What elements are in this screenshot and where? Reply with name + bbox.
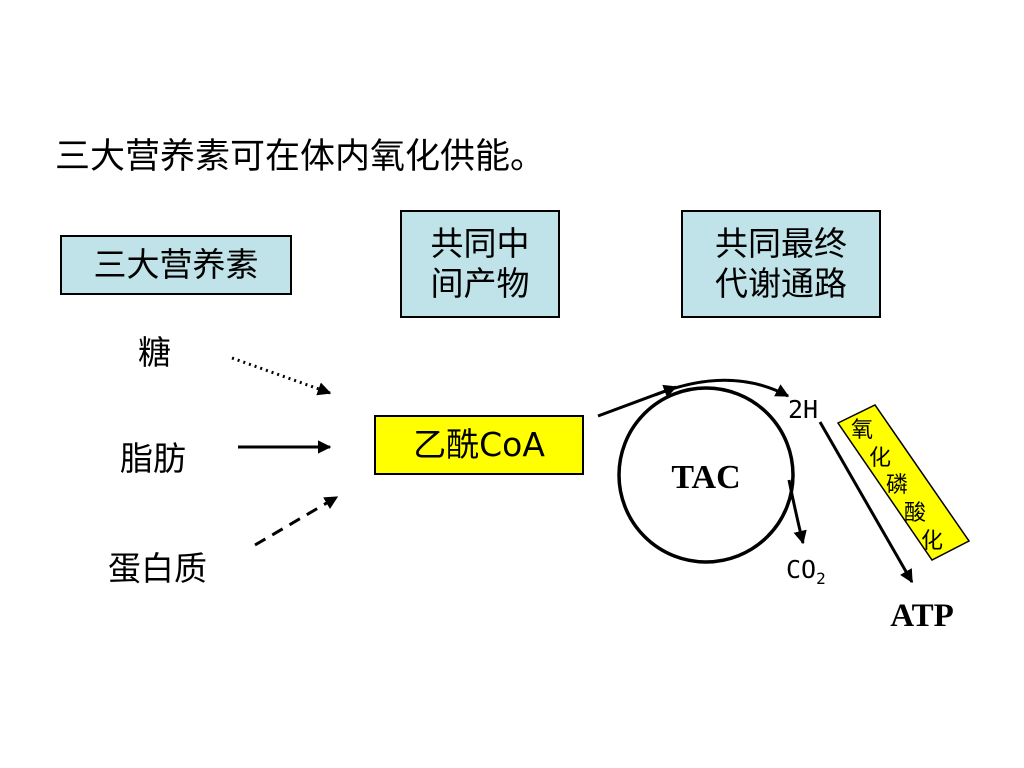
co2-subscript: 2	[816, 569, 826, 588]
intermediate-product-box: 共同中 间产物	[400, 210, 560, 318]
co2-main: CO	[786, 555, 816, 584]
tac-cycle-circle	[617, 386, 795, 564]
ox-char-2: 化	[869, 446, 891, 471]
oxidative-phosphorylation-text: 氧 化 磷 酸 化	[851, 418, 943, 554]
final-pathway-box: 共同最终 代谢通路	[681, 210, 881, 318]
final-pathway-box-line1: 共同最终	[715, 223, 847, 263]
atp-label: ATP	[890, 598, 954, 634]
protein-arrow	[254, 495, 339, 547]
intermediate-box-line1: 共同中	[430, 223, 530, 263]
nutrients-box: 三大营养素	[60, 235, 292, 295]
co2-arrow	[787, 479, 807, 545]
ox-char-4: 酸	[904, 501, 926, 526]
ox-char-3: 磷	[886, 473, 908, 498]
oxidative-phosphorylation-bar	[836, 404, 971, 561]
page-title: 三大营养素可在体内氧化供能。	[55, 137, 546, 177]
ox-char-5: 化	[921, 529, 943, 554]
protein-label: 蛋白质	[108, 549, 207, 588]
nutrients-box-label: 三大营养素	[93, 244, 259, 284]
hydrogen-label: 2H	[788, 395, 818, 424]
atp-arrow	[818, 421, 914, 584]
co2-label: CO2	[786, 555, 826, 588]
hydrogen-arrow	[654, 378, 790, 398]
intermediate-box-line2: 间产物	[430, 264, 530, 303]
sugar-label: 糖	[138, 333, 171, 372]
acetyl-coa-label: 乙酰CoA	[413, 424, 545, 464]
ox-char-1: 氧	[851, 418, 873, 443]
tac-label: TAC	[671, 459, 740, 496]
acetyl-coa-box: 乙酰CoA	[374, 415, 584, 475]
sugar-arrow	[231, 356, 332, 396]
final-pathway-box-line2: 代谢通路	[715, 264, 847, 303]
fat-label: 脂肪	[120, 439, 186, 478]
